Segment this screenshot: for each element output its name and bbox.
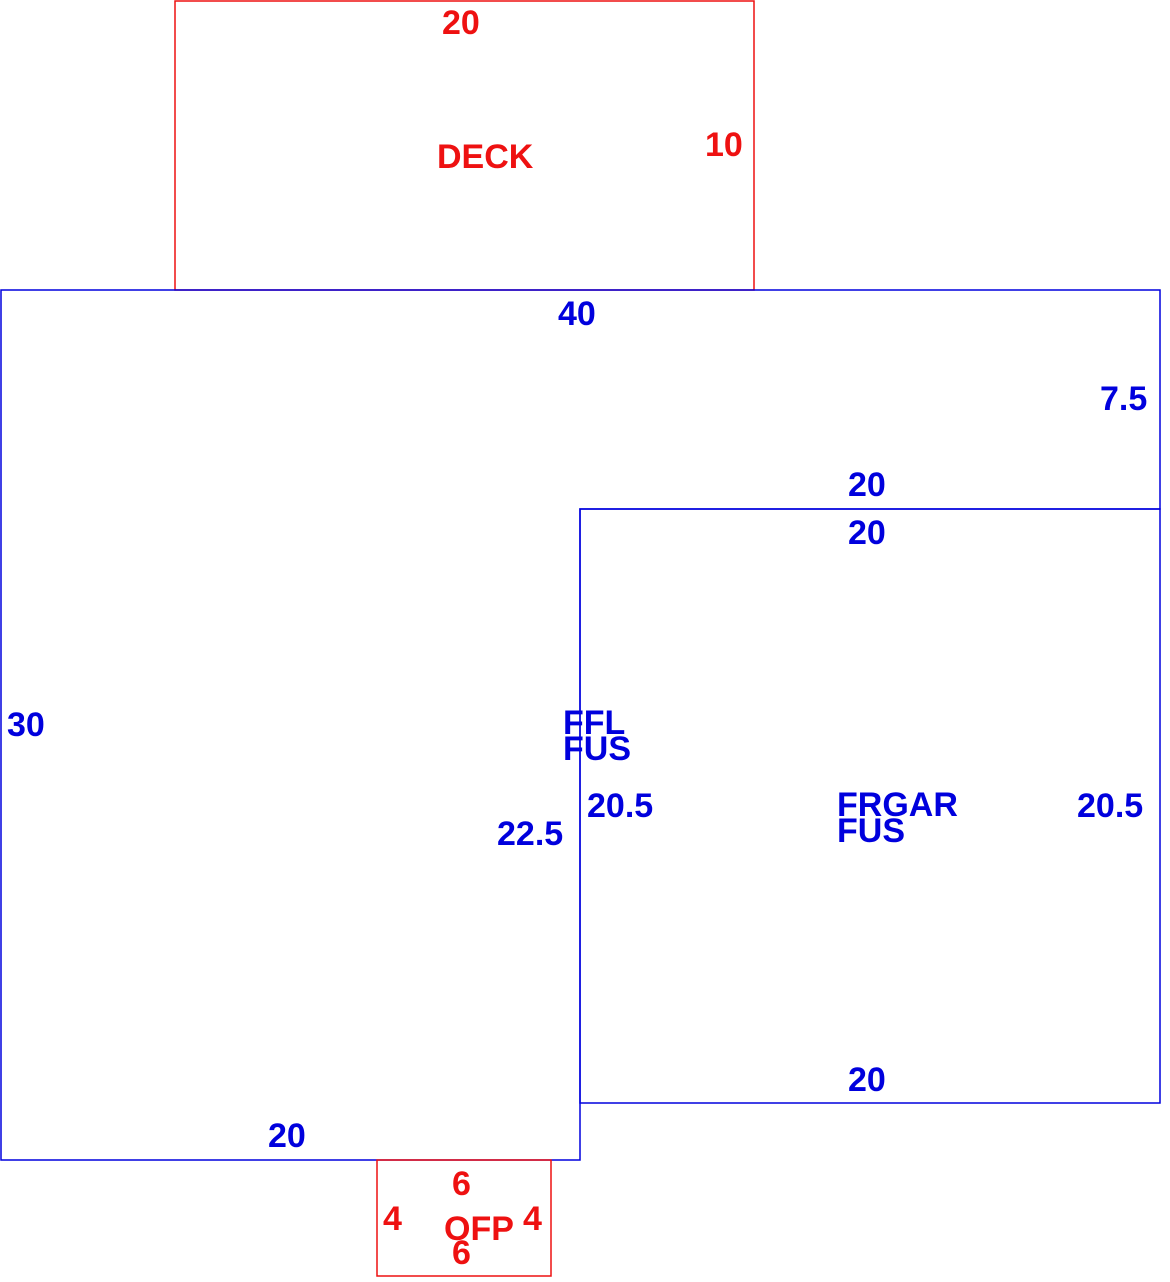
main-top-dimension: 40 [558, 295, 596, 333]
porch-label: OFP [444, 1210, 514, 1248]
garage-left-dimension: 20.5 [587, 787, 653, 825]
porch-top-dimension: 6 [452, 1165, 471, 1203]
main-label-line2: FUS [563, 730, 631, 768]
garage-label-line2: FUS [837, 812, 905, 850]
garage-outline [579, 508, 1161, 1104]
main-left-dimension: 30 [7, 706, 45, 744]
garage-bottom-dimension: 20 [848, 1061, 886, 1099]
main-step-top-dimension: 20 [848, 466, 886, 504]
main-bottom-dimension: 20 [268, 1117, 306, 1155]
main-label-line1: FFL [563, 704, 625, 742]
deck-right-dimension: 10 [705, 126, 743, 164]
garage-right-dimension: 20.5 [1077, 787, 1143, 825]
porch-outline [376, 1159, 552, 1277]
porch-area: 6 4 OFP 4 6 [376, 1159, 552, 1277]
porch-bottom-dimension: 6 [452, 1234, 471, 1272]
garage-top-dimension: 20 [848, 514, 886, 552]
main-step-right-dimension: 22.5 [497, 815, 563, 853]
garage-label-line1: FRGAR [837, 786, 958, 824]
deck-area: 20 DECK 10 [174, 0, 755, 291]
main-right-upper-dimension: 7.5 [1100, 380, 1147, 418]
main-living-area: 40 7.5 20 30 FFL FUS 22.5 20 [0, 289, 1161, 1161]
deck-label: DECK [437, 138, 534, 176]
deck-top-dimension: 20 [442, 4, 480, 42]
garage-area: 20 20.5 FRGAR FUS 20.5 20 [579, 508, 1161, 1104]
porch-left-dimension: 4 [383, 1200, 402, 1238]
porch-right-dimension: 4 [523, 1200, 542, 1238]
